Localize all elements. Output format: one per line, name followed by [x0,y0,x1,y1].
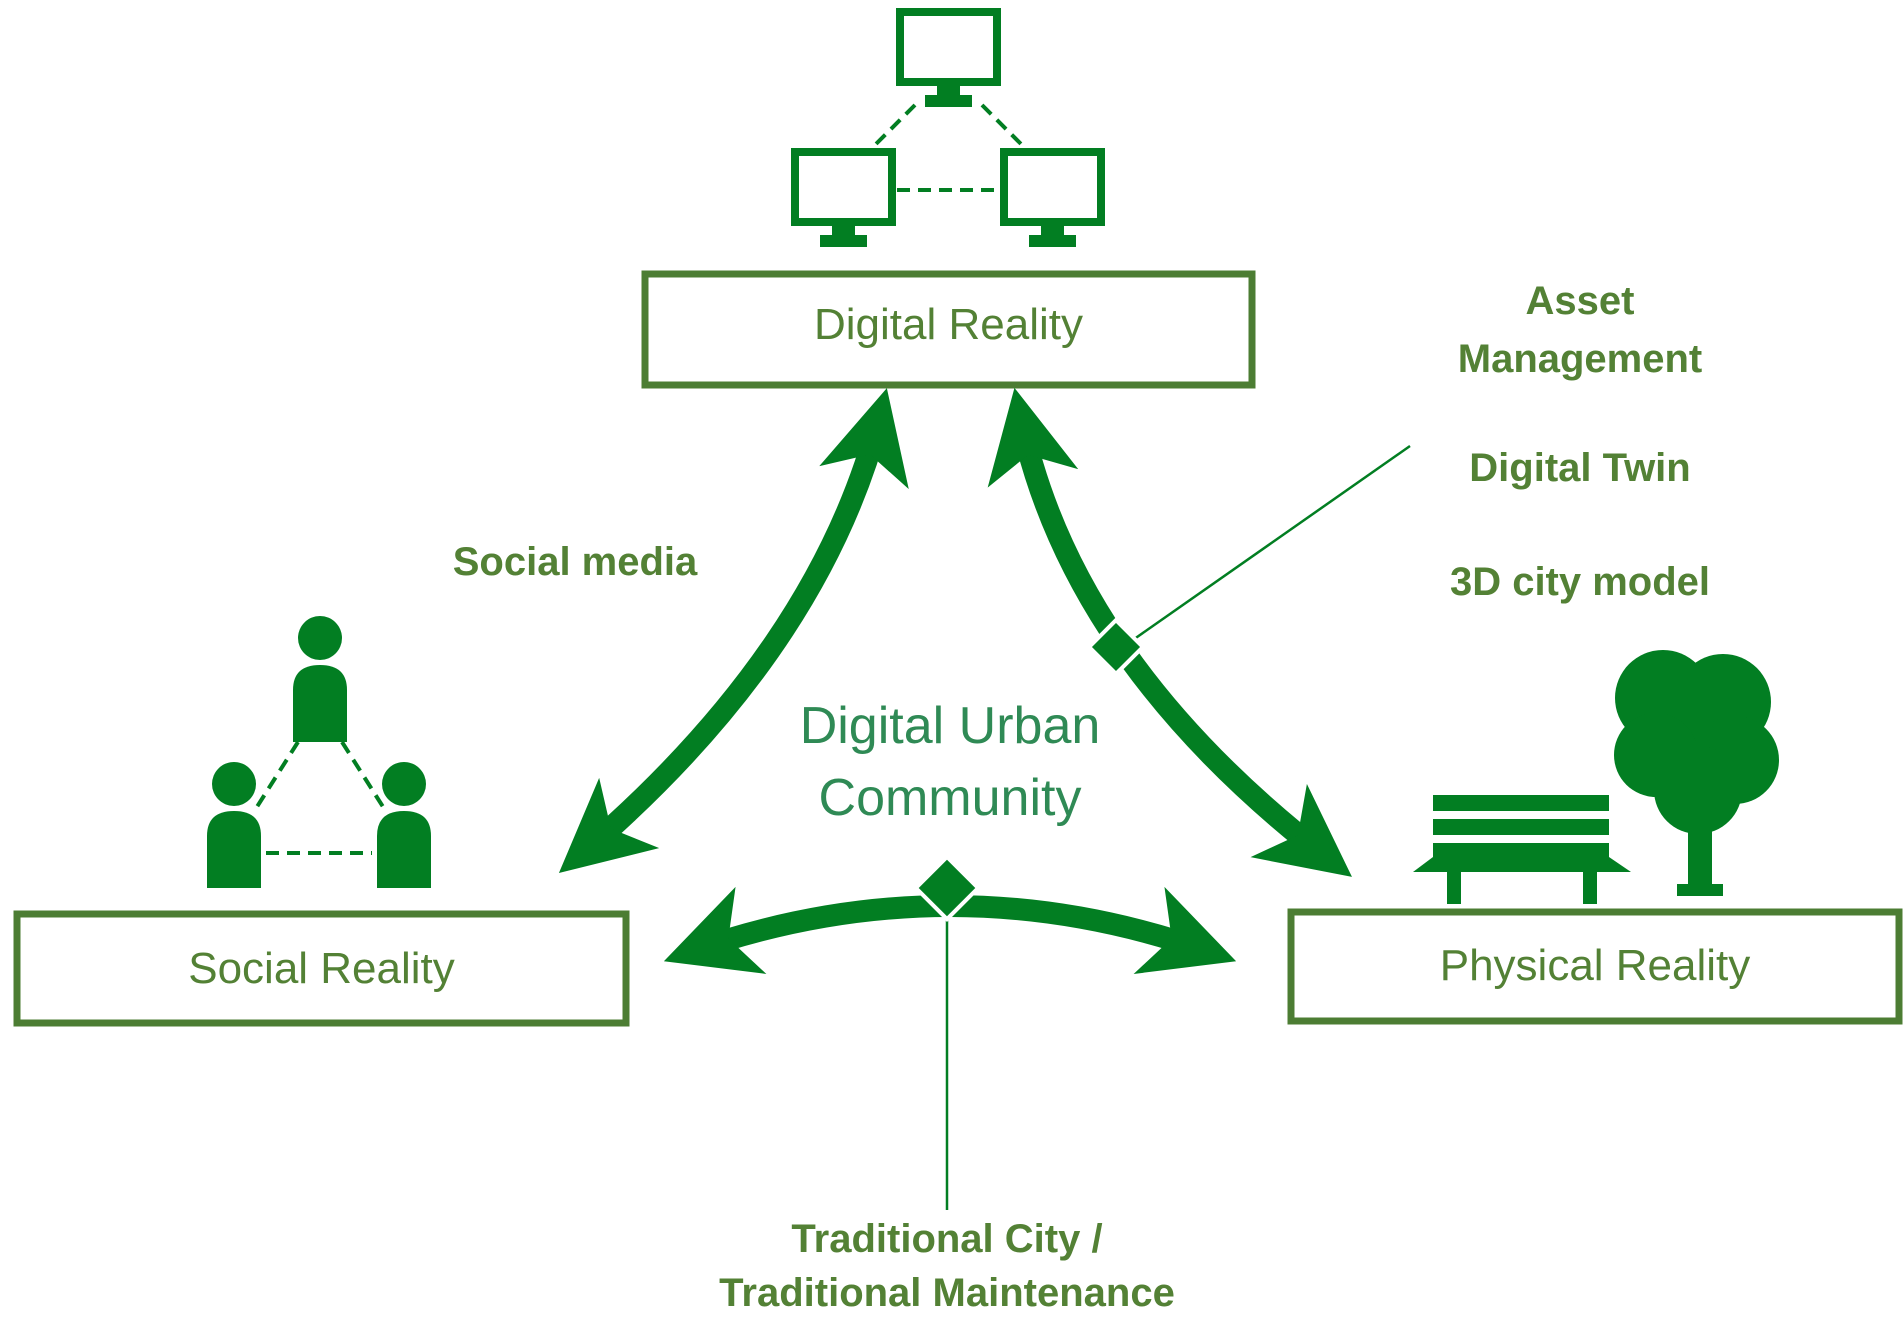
arrow-social-digital [558,388,909,874]
center-title-line2: Community [818,769,1082,827]
traditional-marker [913,854,981,922]
people-links [253,740,387,855]
traditional-label: Traditional City / Traditional Maintenan… [647,1212,1247,1320]
connected-people-icon [207,616,431,888]
digital-twin-connector [1129,444,1411,644]
center-title: Digital Urban Community [740,690,1160,834]
network-links [868,103,1029,192]
social-media-label: Social media [452,540,698,584]
monitor-icon [896,8,1001,107]
asset-management-label: Asset Management [1400,272,1760,388]
bench-and-tree-icon [1413,650,1779,904]
asset-management-line1: Asset [1525,279,1635,323]
center-title-line1: Digital Urban [799,697,1101,755]
person-icon [377,762,431,888]
bench-icon [1413,795,1631,904]
digital-reality-label: Digital Reality [814,300,1083,349]
tree-icon [1614,650,1779,896]
physical-reality-label: Physical Reality [1439,941,1751,990]
monitor-icon [1000,148,1105,247]
physical-reality-box [1287,908,1903,1025]
digital-twin-marker [1086,617,1146,677]
person-icon [207,762,261,888]
city-model-label: 3D city model [1449,560,1711,604]
digital-reality-box [641,270,1256,389]
digital-twin-label: Digital Twin [1469,446,1691,490]
asset-management-line2: Management [1457,337,1703,381]
social-reality-box [13,910,630,1027]
monitor-icon [791,148,896,247]
traditional-line2: Traditional Maintenance [719,1271,1175,1315]
person-icon [293,616,347,742]
traditional-line1: Traditional City / [791,1217,1103,1261]
social-reality-label: Social Reality [188,944,455,993]
networked-computers-icon [791,8,1105,247]
